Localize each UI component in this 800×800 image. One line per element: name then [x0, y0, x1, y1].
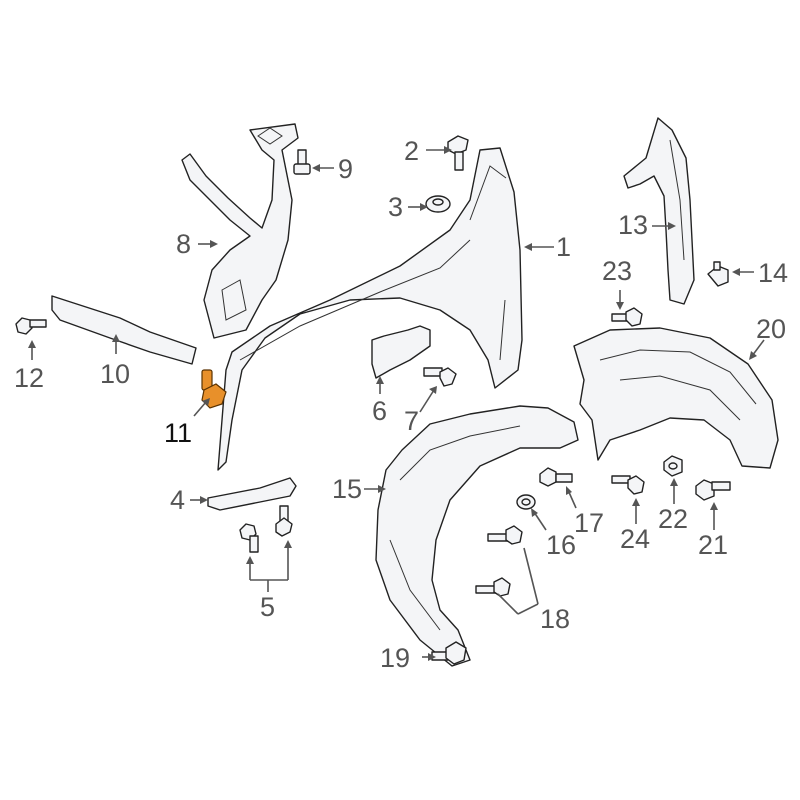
bolt-12[interactable] [15, 317, 47, 335]
bolt-9[interactable] [293, 149, 311, 175]
callout-16: 16 [546, 530, 576, 560]
callout-22: 22 [658, 504, 688, 534]
callout-13: 13 [618, 210, 648, 240]
callout-3: 3 [388, 192, 403, 222]
nut-22[interactable] [663, 455, 683, 477]
apron-bracket[interactable] [181, 123, 299, 339]
side-rail[interactable] [51, 295, 197, 365]
callout-20: 20 [756, 314, 786, 344]
bolt-23[interactable] [611, 307, 643, 327]
pillar-trim[interactable] [623, 117, 695, 305]
bracket-6[interactable] [371, 325, 431, 379]
bolt-24[interactable] [611, 475, 645, 495]
callout-7: 7 [404, 406, 419, 436]
bracket-4[interactable] [207, 477, 297, 511]
callout-5: 5 [260, 592, 275, 622]
nut-16[interactable] [516, 494, 536, 510]
callout-labels: 1 2 3 4 5 6 7 8 9 10 11 12 13 14 15 16 1… [14, 136, 788, 673]
leader-lines [28, 146, 765, 661]
callout-19: 19 [380, 643, 410, 673]
callout-15: 15 [332, 474, 362, 504]
bolt-21[interactable] [695, 479, 731, 501]
bolts-5[interactable] [239, 505, 293, 553]
washer-3[interactable] [425, 195, 451, 213]
callout-14: 14 [758, 258, 788, 288]
clip-14[interactable] [707, 261, 729, 287]
callout-17: 17 [574, 508, 604, 538]
callout-1: 1 [556, 232, 571, 262]
front-wheel-liner[interactable] [375, 405, 579, 667]
callout-23: 23 [602, 256, 632, 286]
bolt-2[interactable] [447, 135, 469, 171]
bolt-19[interactable] [431, 641, 467, 665]
callout-2: 2 [404, 136, 419, 166]
rear-wheel-liner[interactable] [573, 327, 779, 469]
callout-10: 10 [100, 359, 130, 389]
callout-4: 4 [170, 485, 185, 515]
bolt-17[interactable] [539, 467, 573, 487]
callout-12: 12 [14, 363, 44, 393]
callout-9: 9 [338, 154, 353, 184]
bolts-18[interactable] [475, 525, 523, 597]
callout-11: 11 [164, 418, 192, 448]
callout-8: 8 [176, 229, 191, 259]
fender-panel[interactable] [217, 147, 523, 471]
callout-24: 24 [620, 524, 650, 554]
callout-18: 18 [540, 604, 570, 634]
callout-6: 6 [372, 396, 387, 426]
bolt-7[interactable] [423, 367, 457, 387]
callout-21: 21 [698, 530, 728, 560]
